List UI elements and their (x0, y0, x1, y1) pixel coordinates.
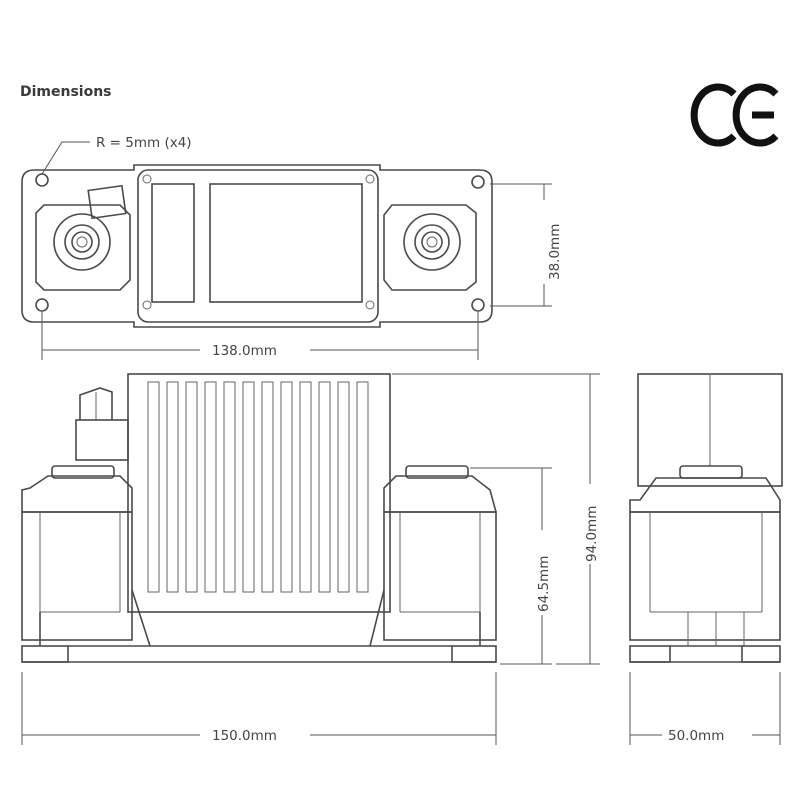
heatsink-fin (280, 381, 293, 593)
front-view: 150.0mm 64.5mm 94.0mm (21, 373, 600, 745)
mount-hole-icon (35, 173, 49, 187)
ce-mark-icon (690, 83, 779, 147)
heatsink-fin (166, 381, 179, 593)
heatsink-fin (318, 381, 331, 593)
heatsink-fin (299, 381, 312, 593)
heatsink-fin (204, 381, 217, 593)
mount-hole-icon (471, 298, 485, 312)
side-view: 50.0mm (629, 373, 783, 745)
heatsink-fin (337, 381, 350, 593)
radius-callout: R = 5mm (x4) (96, 135, 192, 151)
mount-hole-icon (471, 175, 485, 189)
heatsink-fin (242, 381, 255, 593)
top-view: R = 5mm (x4) 138.0mm 38.0mm (21, 135, 563, 360)
heatsink-fin (223, 381, 236, 593)
top-height-dimension: 38.0mm (547, 224, 563, 280)
heatsink-fin (147, 381, 160, 593)
heatsink-fin (185, 381, 198, 593)
side-width-dimension: 50.0mm (668, 728, 724, 744)
heatsink-fin (261, 381, 274, 593)
top-width-dimension: 138.0mm (212, 343, 277, 359)
front-height-dimension: 94.0mm (584, 506, 600, 562)
heatsink-fin (356, 381, 369, 593)
front-width-dimension: 150.0mm (212, 728, 277, 744)
page-title: Dimensions (20, 84, 112, 100)
mount-hole-icon (35, 298, 49, 312)
terminal-height-dimension: 64.5mm (536, 556, 552, 612)
